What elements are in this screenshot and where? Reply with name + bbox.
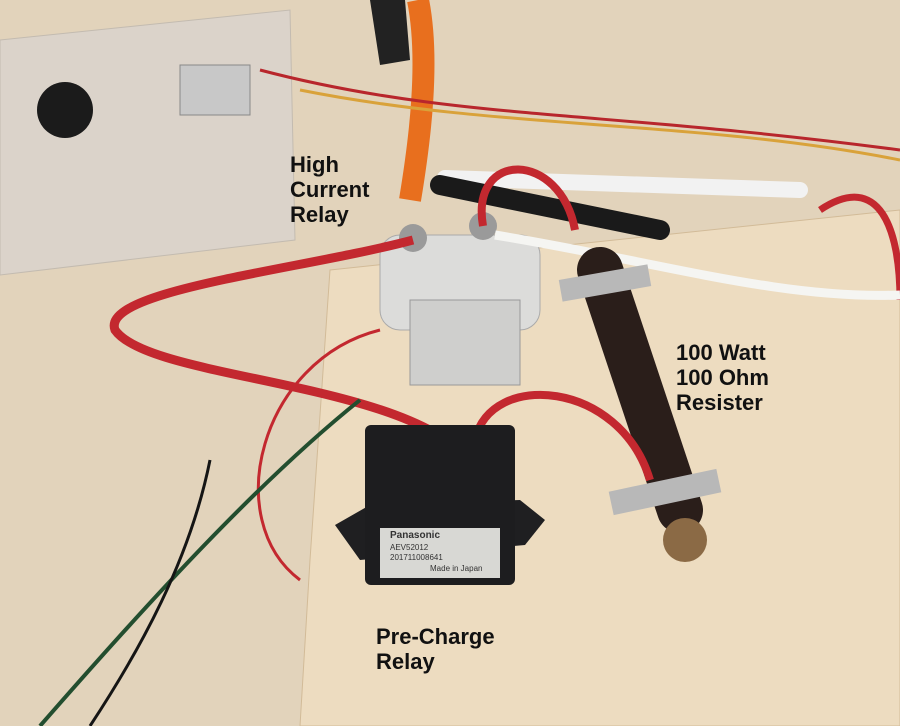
- red-wire: [477, 165, 579, 231]
- label-line: 100 Watt: [676, 340, 766, 365]
- pre-charge-relay-label: Pre-Charge Relay: [376, 624, 495, 674]
- resistor-clamp: [608, 468, 722, 516]
- relay-serial: 201711008641: [390, 553, 443, 562]
- relay-model: AEV52012: [390, 543, 429, 552]
- relay-origin: Made in Japan: [430, 564, 483, 573]
- wire: [259, 68, 900, 152]
- wire: [299, 88, 900, 162]
- relay-sticker: [380, 528, 500, 578]
- label-line: Pre-Charge: [376, 624, 495, 649]
- resistor-label: 100 Watt 100 Ohm Resister: [676, 340, 769, 415]
- resistor-end: [663, 518, 707, 562]
- screwdriver: [370, 0, 410, 65]
- label-line: Current: [290, 177, 370, 202]
- resistor-clamp: [558, 264, 652, 302]
- red-wire: [109, 235, 474, 463]
- red-wire: [471, 390, 654, 482]
- green-wire: [38, 398, 362, 726]
- high-current-relay-label: High Current Relay: [290, 152, 369, 227]
- wire: [818, 193, 900, 301]
- label-line: Relay: [290, 202, 349, 227]
- label-line: 100 Ohm: [676, 365, 769, 390]
- relay-coil-housing: [409, 299, 521, 386]
- resistor: [577, 247, 703, 533]
- label-line: High: [290, 152, 339, 177]
- red-wire: [256, 328, 381, 582]
- white-wire: [494, 230, 900, 300]
- toggle-switch: [179, 64, 251, 116]
- clear-enclosure: [0, 9, 296, 276]
- marker: [430, 175, 670, 240]
- label-line: Relay: [376, 649, 435, 674]
- key-switch: [37, 82, 93, 138]
- label-line: Resister: [676, 390, 763, 415]
- pen: [437, 170, 808, 198]
- black-wire: [88, 459, 212, 726]
- relay-brand: Panasonic: [390, 530, 441, 541]
